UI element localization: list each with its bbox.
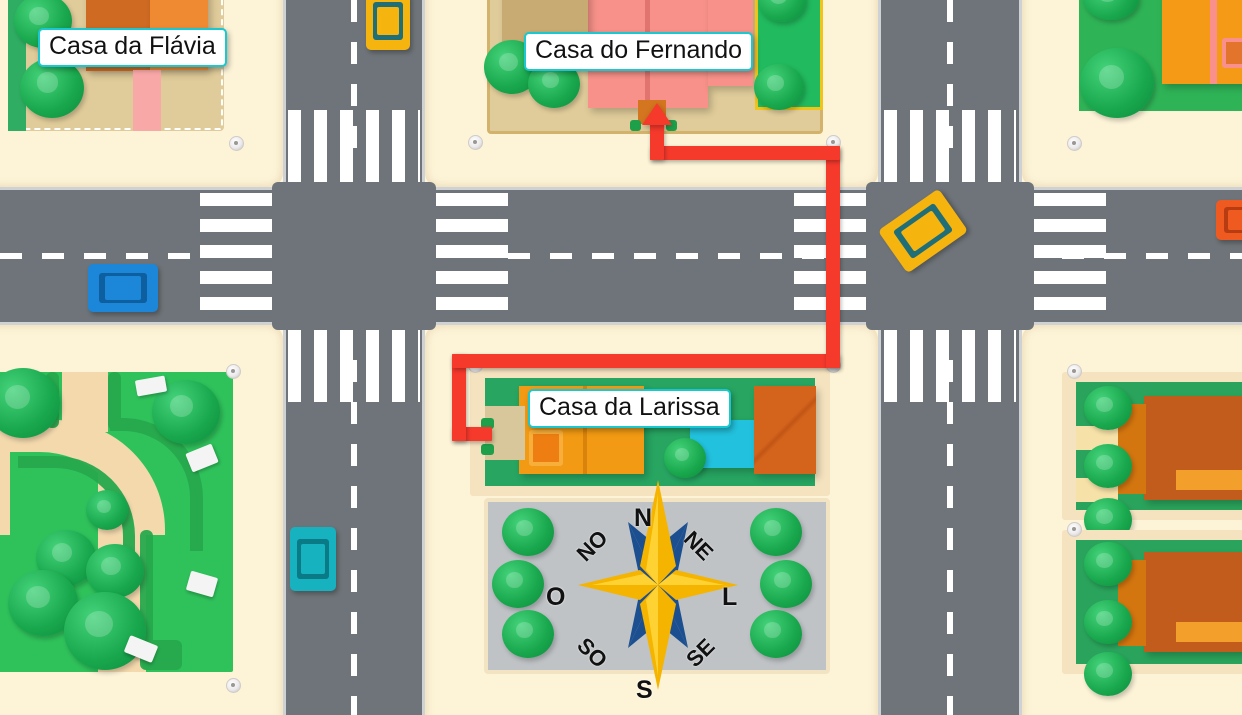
tree-fernando-3 — [754, 64, 804, 110]
park-tree-7 — [64, 592, 146, 670]
building-br-upper-trim — [1176, 470, 1242, 490]
building-larissa-shed-ridge — [754, 386, 816, 474]
crosswalk-left-west — [200, 193, 272, 321]
hedge-top-right — [108, 372, 121, 430]
label-casa-do-fernando[interactable]: Casa do Fernando — [524, 32, 754, 71]
crosswalk-right-south — [884, 330, 1016, 402]
tree-br-4 — [1084, 542, 1132, 586]
centerline-avenue-left — [0, 253, 200, 259]
compass-panel — [484, 480, 830, 690]
tree-top-right-2 — [1080, 48, 1154, 118]
crosswalk-right-north — [884, 110, 1016, 182]
route-segment-vertical-right — [826, 146, 840, 368]
crosswalk-left-north — [288, 110, 420, 182]
tree-br-1 — [1084, 386, 1132, 430]
compass-tree-l3 — [502, 610, 554, 658]
label-casa-da-flavia[interactable]: Casa da Flávia — [38, 28, 227, 67]
tree-br-2 — [1084, 444, 1132, 488]
car-orange-right — [1216, 200, 1242, 240]
route-segment-vertical-arrow-stem — [650, 122, 664, 160]
tree-br-5 — [1084, 600, 1132, 644]
manhole-br-top — [1067, 364, 1082, 379]
building-top-right-window — [1222, 38, 1242, 68]
shrub-fernando-left — [630, 120, 641, 131]
compass-label-s: S — [636, 676, 653, 704]
tree-larissa-1 — [664, 438, 706, 478]
park-tree-5 — [86, 544, 144, 598]
centerline-avenue-mid — [508, 253, 838, 259]
compass-label-n: N — [634, 504, 653, 532]
building-br-lower-trim — [1176, 622, 1242, 642]
compass-label-o: O — [546, 583, 566, 611]
building-larissa-porch — [529, 430, 563, 466]
centerline-street-right-bottom — [947, 360, 953, 715]
park-tree-3 — [86, 490, 128, 530]
tree-br-6 — [1084, 652, 1132, 696]
route-segment-horizontal-top — [650, 146, 840, 160]
centerline-street-left-bottom — [351, 360, 357, 715]
intersection-left — [272, 182, 436, 330]
car-teal-lower — [290, 527, 336, 591]
compass-rose-icon — [578, 480, 738, 690]
tree-flavia-2 — [20, 58, 84, 118]
shrub-larissa-1 — [481, 418, 494, 429]
car-yellow-top — [366, 0, 410, 50]
building-top-right-trim — [1210, 0, 1217, 84]
manhole-tl — [229, 136, 244, 151]
compass-label-l: L — [722, 583, 738, 611]
crosswalk-left-south — [288, 330, 420, 402]
walkway-flavia — [133, 70, 161, 131]
route-segment-vertical-left — [452, 354, 466, 441]
compass-tree-r2 — [760, 560, 812, 608]
route-segment-horizontal-long — [452, 354, 840, 368]
park-tree-1 — [0, 368, 60, 438]
compass-tree-r1 — [750, 508, 802, 556]
manhole-bl-top — [226, 364, 241, 379]
centerline-street-right-top — [947, 0, 953, 150]
compass-tree-r3 — [750, 610, 802, 658]
centerline-avenue-right — [1062, 253, 1242, 259]
manhole-tc-left — [468, 135, 483, 150]
shrub-fernando-right — [666, 120, 677, 131]
shrub-larissa-2 — [481, 444, 494, 455]
car-blue-left — [88, 264, 158, 312]
route-arrow-icon — [642, 103, 672, 125]
manhole-bl-bottom — [226, 678, 241, 693]
tree-top-right-1 — [1083, 0, 1139, 20]
park-tree-2 — [152, 380, 220, 444]
crosswalk-left-east — [436, 193, 508, 321]
tree-fernando-4 — [758, 0, 806, 22]
label-casa-da-larissa[interactable]: Casa da Larissa — [528, 389, 731, 428]
compass-tree-l1 — [502, 508, 554, 556]
manhole-tr — [1067, 136, 1082, 151]
centerline-street-left-top — [351, 0, 357, 150]
manhole-br-mid — [1067, 522, 1082, 537]
compass-tree-l2 — [492, 560, 544, 608]
crosswalk-right-east — [1034, 193, 1106, 321]
building-larissa-ridge — [583, 386, 587, 474]
